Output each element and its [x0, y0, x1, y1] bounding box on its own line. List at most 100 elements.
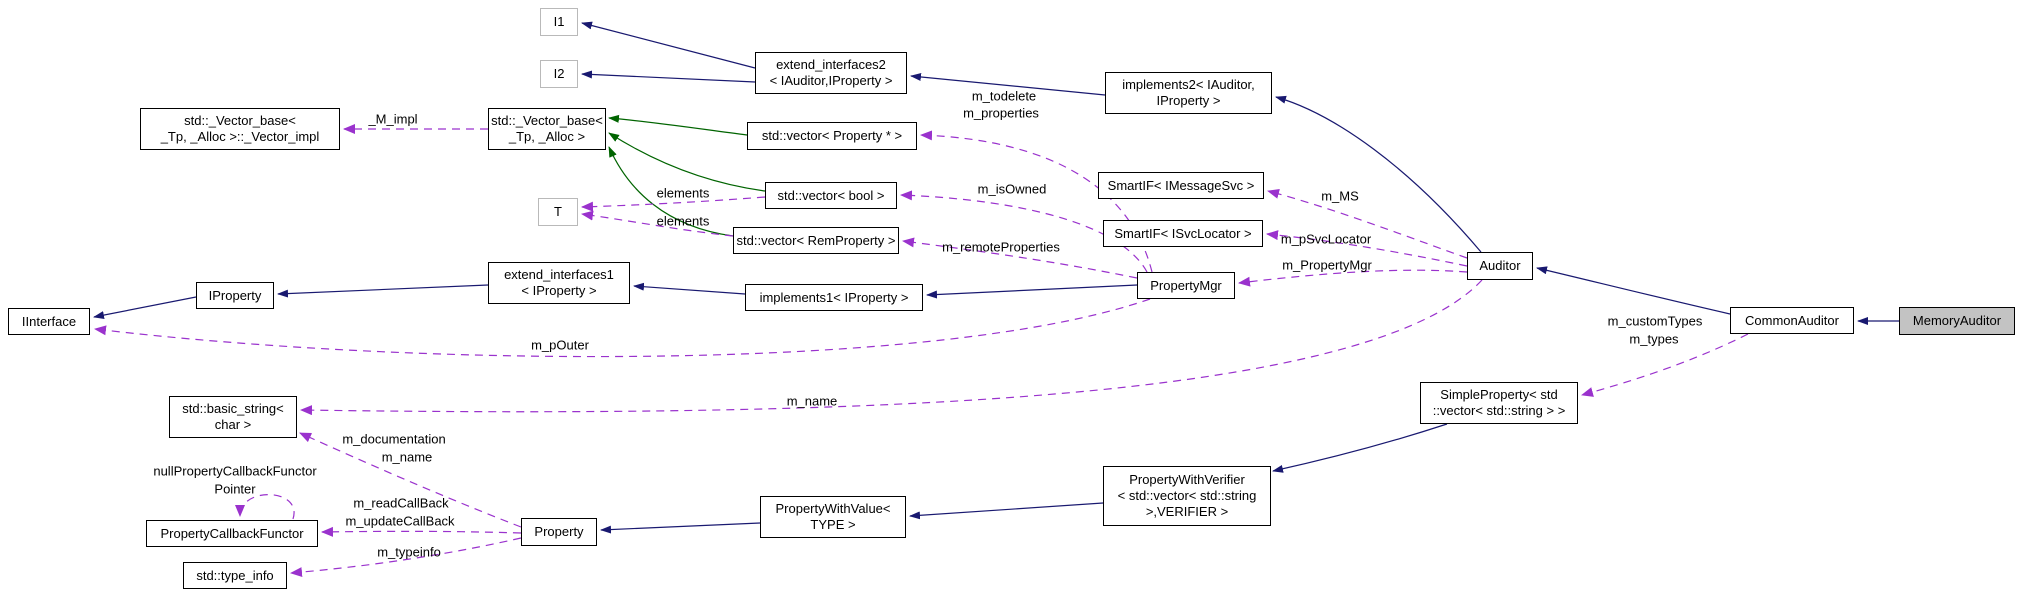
edge-propertymgr-to-vector-bool: [900, 190, 1148, 273]
node-smartif-imessagesvc[interactable]: SmartIF< IMessageSvc >: [1098, 172, 1264, 199]
node-extend-interfaces1-label: extend_interfaces1: [504, 267, 614, 282]
edge-propertymgr-to-iinterface: [94, 298, 1151, 358]
node-smartif-isvclocator[interactable]: SmartIF< ISvcLocator >: [1103, 220, 1263, 247]
edge-vector-property-to-vector-base: [608, 114, 748, 136]
edge-auditor-to-smartif-isvclocator: [1266, 230, 1468, 267]
edge-extend-interfaces1-to-iproperty: [277, 284, 489, 298]
node-implements2[interactable]: implements2< IAuditor,IProperty >: [1105, 72, 1272, 114]
node-vector-bool-label: std::vector< bool >: [777, 187, 885, 203]
node-implements1-label: implements1< IProperty >: [759, 289, 909, 305]
edge-label-m-impl: _M_impl: [368, 111, 418, 127]
node-i2-label: I2: [553, 66, 565, 81]
node-i2: I2: [540, 60, 578, 88]
node-vector-bool[interactable]: std::vector< bool >: [765, 182, 897, 209]
node-iinterface[interactable]: IInterface: [8, 308, 90, 335]
node-implements2-label: implements2< IAuditor,: [1122, 77, 1255, 92]
node-commonauditor[interactable]: CommonAuditor: [1730, 307, 1854, 334]
node-implements2-label: IProperty >: [1156, 93, 1221, 108]
node-vector-base-label: _Tp, _Alloc >: [508, 129, 586, 144]
node-auditor[interactable]: Auditor: [1467, 252, 1533, 280]
edge-propertywithvalue-to-property: [600, 522, 761, 534]
node-commonauditor-label: CommonAuditor: [1745, 312, 1839, 328]
edge-property-to-basic-string: [299, 432, 522, 528]
edge-label-m-propertymgr: m_PropertyMgr: [1282, 257, 1372, 273]
node-vector-impl[interactable]: std::_Vector_base<_Tp, _Alloc >::_Vector…: [140, 108, 340, 150]
node-extend-interfaces2-label: extend_interfaces2: [776, 57, 886, 72]
edge-commonauditor-to-simpleproperty: [1581, 333, 1749, 397]
node-propertywithvalue[interactable]: PropertyWithValue<TYPE >: [760, 496, 906, 538]
node-propertycallbackfunctor-label: PropertyCallbackFunctor: [160, 525, 304, 541]
node-property-label: Property: [534, 524, 584, 539]
node-propertywithverifier-label: >,VERIFIER >: [1145, 504, 1229, 519]
node-i1-label: I1: [553, 14, 565, 29]
edge-label-m-types: m_types: [1629, 331, 1679, 347]
edge-iproperty-to-iinterface: [93, 296, 197, 320]
node-propertymgr-label: PropertyMgr: [1150, 277, 1222, 293]
node-basic-string-label: std::basic_string<: [182, 401, 284, 416]
edge-propertycallbackfunctor-to-propertycallbackfunctor: [235, 494, 295, 520]
node-basic-string[interactable]: std::basic_string<char >: [169, 396, 297, 438]
node-extend-interfaces2[interactable]: extend_interfaces2< IAuditor,IProperty >: [755, 52, 907, 94]
node-auditor-label: Auditor: [1479, 258, 1521, 273]
edge-auditor-to-implements2: [1275, 95, 1482, 253]
edge-label-m-isowned: m_isOwned: [977, 181, 1047, 197]
edge-vector-remproperty-to-t: [581, 210, 734, 237]
node-propertywithverifier[interactable]: PropertyWithVerifier< std::vector< std::…: [1103, 466, 1271, 526]
node-iproperty[interactable]: IProperty: [196, 282, 274, 309]
node-extend-interfaces2-label: < IAuditor,IProperty >: [769, 73, 893, 88]
node-propertycallbackfunctor[interactable]: PropertyCallbackFunctor: [146, 520, 318, 547]
node-propertymgr[interactable]: PropertyMgr: [1137, 272, 1235, 299]
edge-commonauditor-to-auditor: [1536, 266, 1731, 315]
edge-label-m-psvclocator: m_pSvcLocator: [1280, 231, 1372, 247]
edge-property-to-propertycallbackfunctor: [321, 526, 522, 537]
node-property[interactable]: Property: [521, 518, 597, 546]
edge-vector-bool-to-vector-base: [608, 132, 766, 192]
edge-label-elements-2: elements: [656, 213, 710, 229]
edge-simpleproperty-to-propertywithverifier: [1272, 423, 1448, 473]
edge-extend-interfaces2-to-i2: [581, 70, 756, 83]
edge-label-m-pouter: m_pOuter: [531, 337, 589, 353]
edge-label-m-todelete: m_todelete: [971, 88, 1037, 104]
node-vector-impl-label: std::_Vector_base<: [184, 113, 296, 128]
edge-label-m-remoteproperties: m_remoteProperties: [942, 239, 1060, 255]
node-vector-property-label: std::vector< Property * >: [761, 128, 903, 143]
edge-property-to-type-info: [290, 537, 522, 578]
edge-auditor-to-propertymgr: [1238, 269, 1468, 287]
node-simpleproperty-label: ::vector< std::string > >: [1432, 403, 1566, 418]
edge-auditor-to-basic-string: [300, 279, 1483, 416]
node-simpleproperty[interactable]: SimpleProperty< std::vector< std::string…: [1420, 382, 1578, 424]
node-smartif-imessagesvc-label: SmartIF< IMessageSvc >: [1107, 177, 1255, 193]
node-iinterface-label: IInterface: [21, 313, 77, 329]
edge-implements1-to-extend-interfaces1: [633, 282, 746, 295]
edge-label-m-name-auditor: m_name: [786, 393, 838, 409]
edge-label-m-documentation: m_documentation: [342, 431, 446, 447]
node-propertywithverifier-label: < std::vector< std::string: [1117, 488, 1257, 503]
node-iproperty-label: IProperty: [208, 287, 262, 303]
edge-implements2-to-extend-interfaces2: [910, 72, 1106, 96]
node-vector-remproperty-label: std::vector< RemProperty >: [736, 232, 896, 248]
edge-label-m-name-property: m_name: [381, 449, 433, 465]
node-basic-string-label: char >: [214, 417, 252, 432]
node-type-info[interactable]: std::type_info: [183, 562, 287, 589]
edge-propertymgr-to-implements1: [926, 284, 1138, 299]
node-smartif-isvclocator-label: SmartIF< ISvcLocator >: [1114, 225, 1252, 241]
node-vector-base-label: std::_Vector_base<: [491, 113, 603, 128]
node-propertywithvalue-label: TYPE >: [810, 517, 856, 532]
edge-propertymgr-to-vector-remproperty: [902, 237, 1138, 279]
node-type-info-label: std::type_info: [196, 567, 274, 583]
node-extend-interfaces1[interactable]: extend_interfaces1< IProperty >: [488, 262, 630, 304]
edge-propertywithverifier-to-propertywithvalue: [909, 502, 1104, 520]
node-memoryauditor: MemoryAuditor: [1899, 307, 2015, 335]
node-vector-impl-label: _Tp, _Alloc >::_Vector_impl: [160, 129, 320, 144]
node-vector-property[interactable]: std::vector< Property * >: [747, 122, 917, 150]
node-t: T: [538, 198, 578, 226]
node-vector-remproperty[interactable]: std::vector< RemProperty >: [733, 227, 899, 254]
node-simpleproperty-label: SimpleProperty< std: [1440, 387, 1558, 402]
node-extend-interfaces1-label: < IProperty >: [521, 283, 597, 298]
node-implements1[interactable]: implements1< IProperty >: [745, 284, 923, 311]
edge-label-m-ms: m_MS: [1321, 188, 1359, 204]
edge-label-m-typeinfo: m_typeinfo: [377, 544, 441, 560]
node-vector-base[interactable]: std::_Vector_base<_Tp, _Alloc >: [488, 108, 606, 150]
